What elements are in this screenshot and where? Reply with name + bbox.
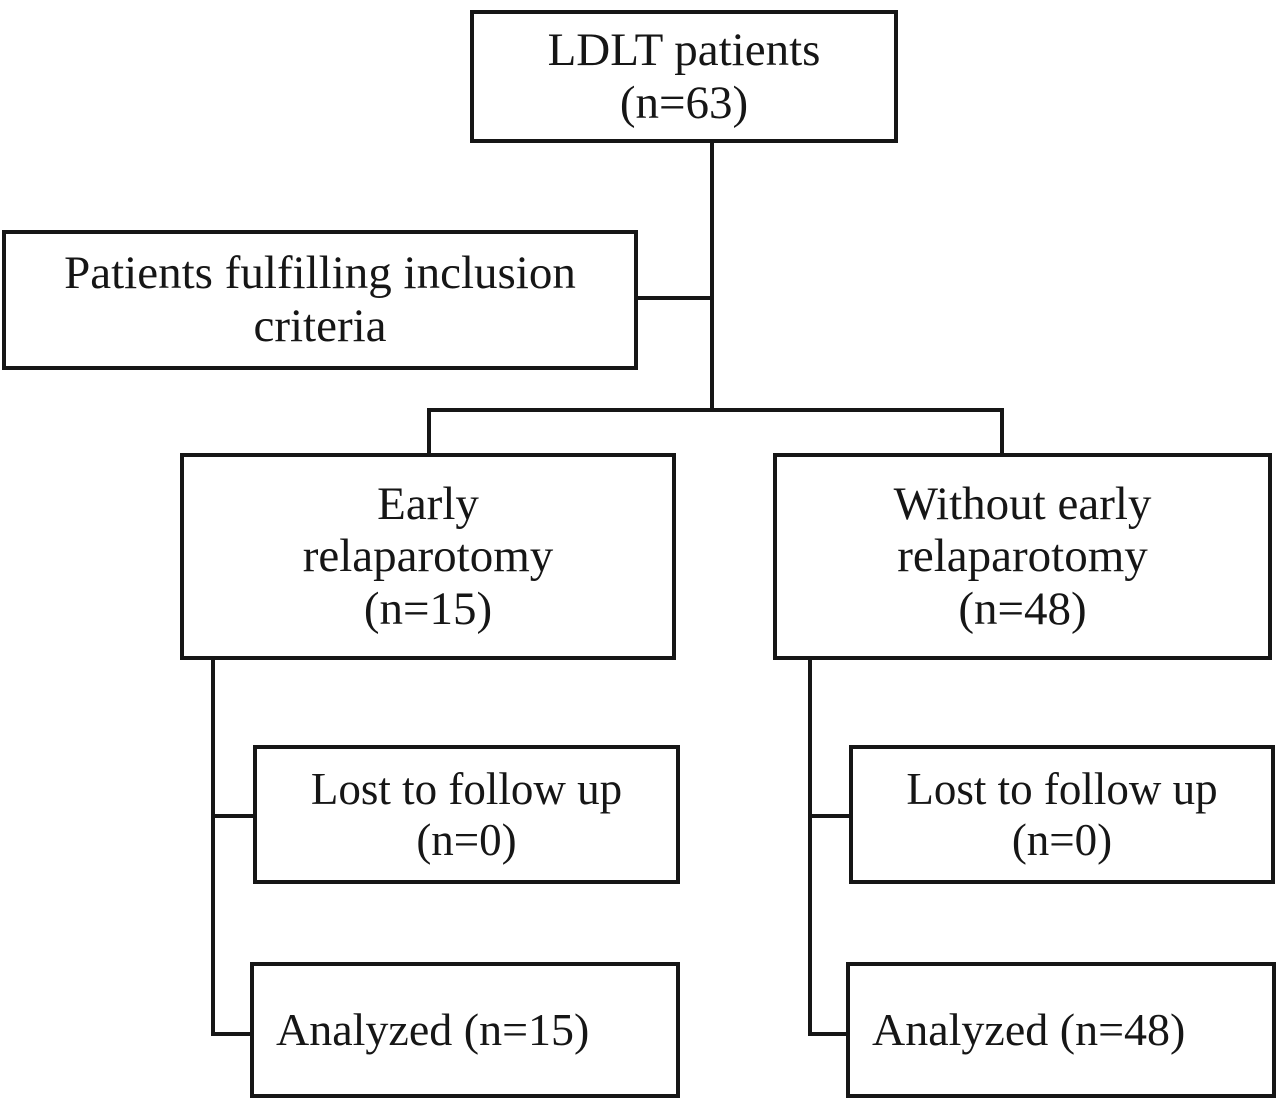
connector-right-to-lost-followup bbox=[808, 814, 851, 818]
connector-riser-right bbox=[808, 658, 812, 1036]
node-inclusion-criteria-label: Patients fulfilling inclusion criteria bbox=[64, 247, 576, 352]
node-without-early-relaparotomy: Without early relaparotomy (n=48) bbox=[773, 453, 1272, 660]
connector-arm-right bbox=[1000, 408, 1004, 455]
node-analyzed-early: Analyzed (n=15) bbox=[250, 962, 680, 1098]
connector-arm-left bbox=[427, 408, 431, 455]
connector-riser-left bbox=[211, 658, 215, 1036]
connector-left-to-lost-followup bbox=[211, 814, 255, 818]
connector-right-to-analyzed bbox=[808, 1032, 848, 1036]
node-lost-to-followup-without-early-label: Lost to follow up (n=0) bbox=[906, 764, 1218, 865]
node-lost-to-followup-without-early: Lost to follow up (n=0) bbox=[849, 745, 1275, 884]
node-analyzed-without-early-label: Analyzed (n=48) bbox=[872, 1004, 1186, 1056]
node-analyzed-without-early: Analyzed (n=48) bbox=[846, 962, 1276, 1098]
node-inclusion-criteria: Patients fulfilling inclusion criteria bbox=[2, 230, 638, 370]
node-ldlt-patients-label: LDLT patients (n=63) bbox=[547, 23, 821, 129]
node-analyzed-early-label: Analyzed (n=15) bbox=[276, 1004, 590, 1056]
node-early-relaparotomy: Early relaparotomy (n=15) bbox=[180, 453, 676, 660]
connector-root-to-included bbox=[636, 296, 712, 300]
node-without-early-relaparotomy-label: Without early relaparotomy (n=48) bbox=[893, 477, 1152, 635]
connector-root-spine bbox=[710, 141, 714, 412]
node-lost-to-followup-early-label: Lost to follow up (n=0) bbox=[310, 764, 623, 865]
connector-split-bar bbox=[427, 408, 1004, 412]
node-ldlt-patients: LDLT patients (n=63) bbox=[470, 10, 898, 143]
node-lost-to-followup-early: Lost to follow up (n=0) bbox=[253, 745, 680, 884]
node-early-relaparotomy-label: Early relaparotomy (n=15) bbox=[302, 477, 554, 635]
connector-left-to-analyzed bbox=[211, 1032, 253, 1036]
